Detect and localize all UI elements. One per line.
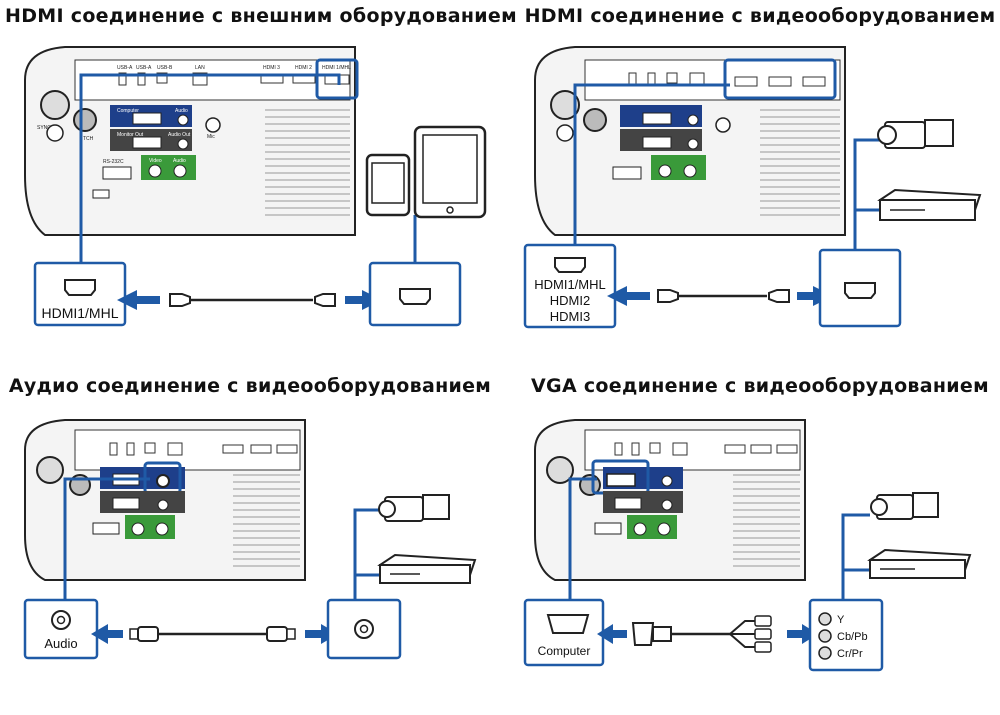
port-box-hdmi xyxy=(523,243,617,329)
component-y-jack-icon xyxy=(818,612,832,626)
projector-illustration xyxy=(534,419,806,581)
hdmi3-label: HDMI 3 xyxy=(263,65,280,71)
vga-port-icon xyxy=(546,614,590,634)
hdmi1-label: HDMI 1/MHL xyxy=(322,65,351,71)
projector-illustration xyxy=(534,46,846,236)
leader-line xyxy=(853,138,880,250)
port-label-hdmi1: HDMI1/MHL xyxy=(41,305,118,321)
highlight-hdmi1-port xyxy=(315,58,359,100)
arrow-right xyxy=(345,290,382,310)
computer-block-label: Computer xyxy=(117,108,139,114)
hdmi-port-icon xyxy=(844,282,876,299)
component-cb-jack-icon xyxy=(818,629,832,643)
hdmi-port-icon xyxy=(64,279,96,296)
audio-cable xyxy=(129,626,296,642)
component-cr-jack-icon xyxy=(818,646,832,660)
mic-label: Mic xyxy=(207,134,215,140)
media-player-icon xyxy=(877,188,982,221)
arrow-right xyxy=(797,286,833,306)
leader-line xyxy=(573,83,730,245)
audio-block-label: Audio xyxy=(175,108,188,114)
panel-hdmi-video: HDMI соединение с видеооборудованием xyxy=(515,5,1000,345)
leader-line xyxy=(841,513,870,600)
panel-vga-video: VGA соединение с видеооборудованием xyxy=(515,375,1000,715)
usb-a-label: USB-A xyxy=(136,65,152,71)
leader-line xyxy=(568,477,597,600)
hdmi-cable xyxy=(169,293,336,307)
tch-label: TCH xyxy=(83,136,94,142)
panel-title: VGA соединение с видеооборудованием xyxy=(531,375,989,397)
audio-video-diagram: Audio xyxy=(23,419,477,660)
panel-title: HDMI соединение с внешним оборудованием xyxy=(5,5,517,27)
component-label-cb: Cb/Pb xyxy=(837,631,868,643)
arrow-left xyxy=(607,286,650,306)
hdmi-external-diagram: USB-A USB-A USB-B LAN HDMI 3 HDMI 2 HDMI… xyxy=(24,46,487,327)
media-player-icon xyxy=(377,553,477,584)
usb-a-label: USB-A xyxy=(117,65,133,71)
sync-label: SYNC xyxy=(37,125,51,131)
hdmi-port-icon xyxy=(554,257,586,273)
port-label-hdmi2: HDMI2 xyxy=(550,293,590,308)
panel-title: HDMI соединение с видеооборудованием xyxy=(524,5,996,27)
panel-hdmi-external: HDMI соединение с внешним оборудованием … xyxy=(5,5,517,345)
hdmi-cable xyxy=(657,289,790,303)
port-label-hdmi3: HDMI3 xyxy=(550,309,590,324)
arrow-left xyxy=(597,624,627,644)
camcorder-icon xyxy=(877,119,954,149)
projector-illustration xyxy=(24,419,306,581)
lan-label: LAN xyxy=(195,65,205,71)
audio-block-label: Audio xyxy=(173,158,186,164)
hdmi-video-diagram: HDMI1/MHL HDMI2 HDMI3 xyxy=(523,46,982,329)
media-player-icon xyxy=(867,548,972,579)
leader-line xyxy=(79,73,341,263)
panel-audio-video: Аудио соединение с видеооборудованием xyxy=(5,375,495,715)
arrow-right xyxy=(787,624,818,644)
rs232c-label: RS-232C xyxy=(103,159,124,165)
panel-title: Аудио соединение с видеооборудованием xyxy=(8,375,492,397)
port-label-hdmi1: HDMI1/MHL xyxy=(534,277,606,292)
highlight-hdmi-ports xyxy=(723,58,837,100)
port-label-computer: Computer xyxy=(538,644,591,658)
leader-line xyxy=(63,477,150,600)
video-block-label: Video xyxy=(149,158,162,164)
monitor-out-label: Monitor Out xyxy=(117,132,144,138)
arrow-right xyxy=(305,624,338,644)
camcorder-icon xyxy=(870,492,939,520)
audio-out-label: Audio Out xyxy=(168,132,191,138)
vga-component-cable xyxy=(631,615,772,653)
leader-line xyxy=(353,508,380,600)
hdmi-port-icon xyxy=(399,288,431,305)
projector-illustration: USB-A USB-A USB-B LAN HDMI 3 HDMI 2 HDMI… xyxy=(24,46,359,236)
port-label-audio: Audio xyxy=(44,636,77,651)
hdmi2-label: HDMI 2 xyxy=(295,65,312,71)
arrow-left xyxy=(91,624,123,644)
component-label-cr: Cr/Pr xyxy=(837,648,863,660)
camcorder-icon xyxy=(378,494,450,522)
component-label-y: Y xyxy=(837,614,845,626)
usb-b-label: USB-B xyxy=(157,65,173,71)
vga-video-diagram: Computer Y Cb/Pb Cr/Pr xyxy=(523,419,972,672)
arrow-left xyxy=(117,290,160,310)
